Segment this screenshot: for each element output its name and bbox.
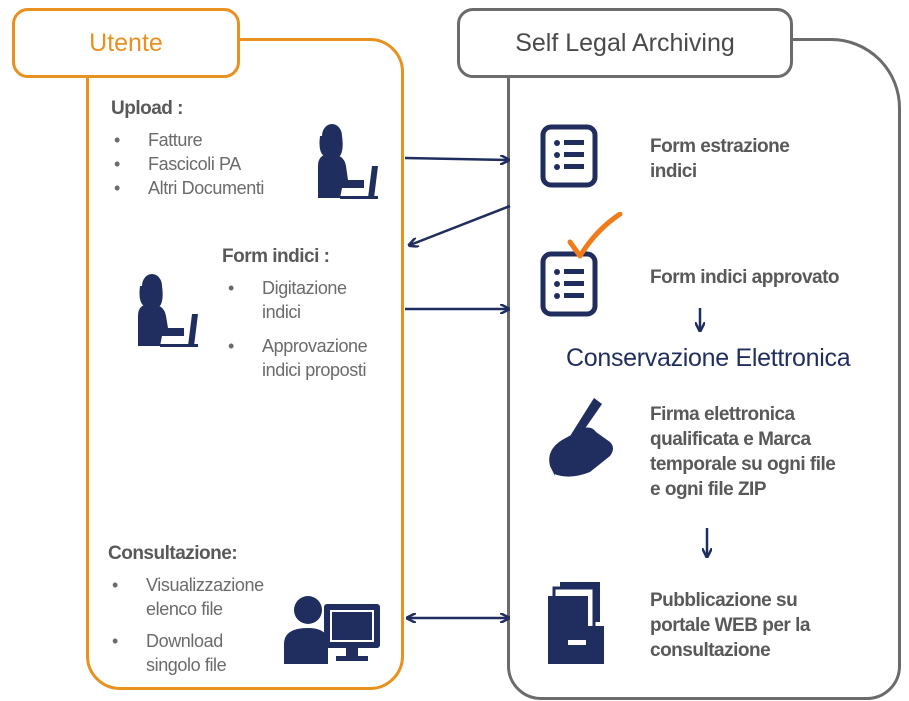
upload-heading: Upload : — [111, 98, 184, 119]
archive-box-icon — [548, 582, 604, 664]
self-legal-archiving-tab: Self Legal Archiving — [457, 8, 793, 78]
arrow-right-icon — [404, 158, 508, 160]
conservazione-elettronica-label: Conservazione Elettronica — [566, 344, 851, 372]
upload-item-fatture: Fatture — [114, 128, 264, 152]
arrow-left-icon — [410, 204, 511, 245]
signing-hand-icon — [549, 398, 613, 477]
user-at-laptop-icon — [138, 274, 198, 347]
approved-form-icon — [540, 212, 623, 317]
upload-list: Fatture Fascicoli PA Altri Documenti — [114, 128, 264, 200]
checkmark-icon — [567, 212, 623, 259]
form-indici-heading: Form indici : — [222, 246, 330, 267]
upload-item-altri: Altri Documenti — [114, 176, 264, 200]
form-list-icon — [540, 124, 598, 188]
user-at-computer-icon — [284, 596, 380, 664]
pubblicazione-label: Pubblicazione su portale WEB per la cons… — [650, 590, 810, 661]
user-at-laptop-icon — [318, 124, 378, 199]
upload-item-fascicoli: Fascicoli PA — [114, 152, 264, 176]
utente-tab: Utente — [12, 8, 240, 78]
firma-elettronica-label: Firma elettronica qualificata e Marca te… — [650, 404, 836, 500]
form-approvato-label: Form indici approvato — [650, 267, 840, 288]
user-panel — [86, 38, 404, 690]
consultazione-heading: Consultazione: — [108, 543, 238, 564]
